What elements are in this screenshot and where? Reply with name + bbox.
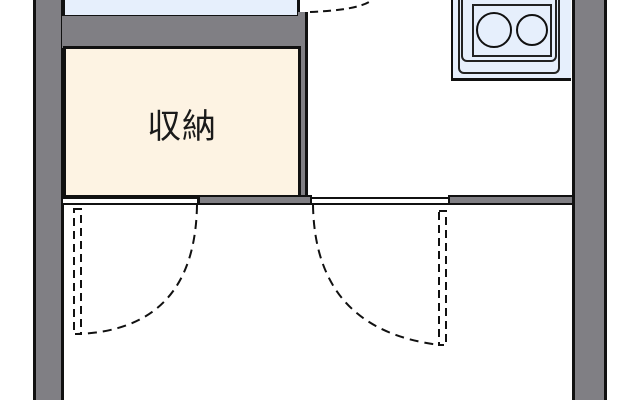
door-swing-top [309, 0, 373, 13]
stove-panel [472, 4, 552, 57]
door-swing-storage [76, 204, 198, 335]
interior-wall-vertical-mid [298, 12, 308, 202]
right-exterior-wall [572, 0, 607, 400]
interior-wall-lower-right-opening [312, 197, 448, 205]
interior-wall-upper [62, 16, 307, 48]
interior-wall-lower-mid [197, 195, 312, 205]
room-storage: 収納 [63, 46, 301, 198]
interior-wall-lower-left-opening [63, 197, 197, 205]
interior-wall-lower-right [448, 195, 574, 205]
room-main [64, 205, 572, 400]
burner-icon [476, 12, 512, 48]
stove-body [458, 0, 560, 74]
door-leaf-kitchen [438, 210, 447, 346]
left-exterior-wall [33, 0, 64, 400]
room-label-storage: 収納 [147, 107, 217, 147]
stove-top [461, 0, 557, 62]
burner-icon [516, 14, 548, 46]
door-swing-kitchen [312, 204, 441, 346]
door-leaf-storage [73, 208, 82, 335]
